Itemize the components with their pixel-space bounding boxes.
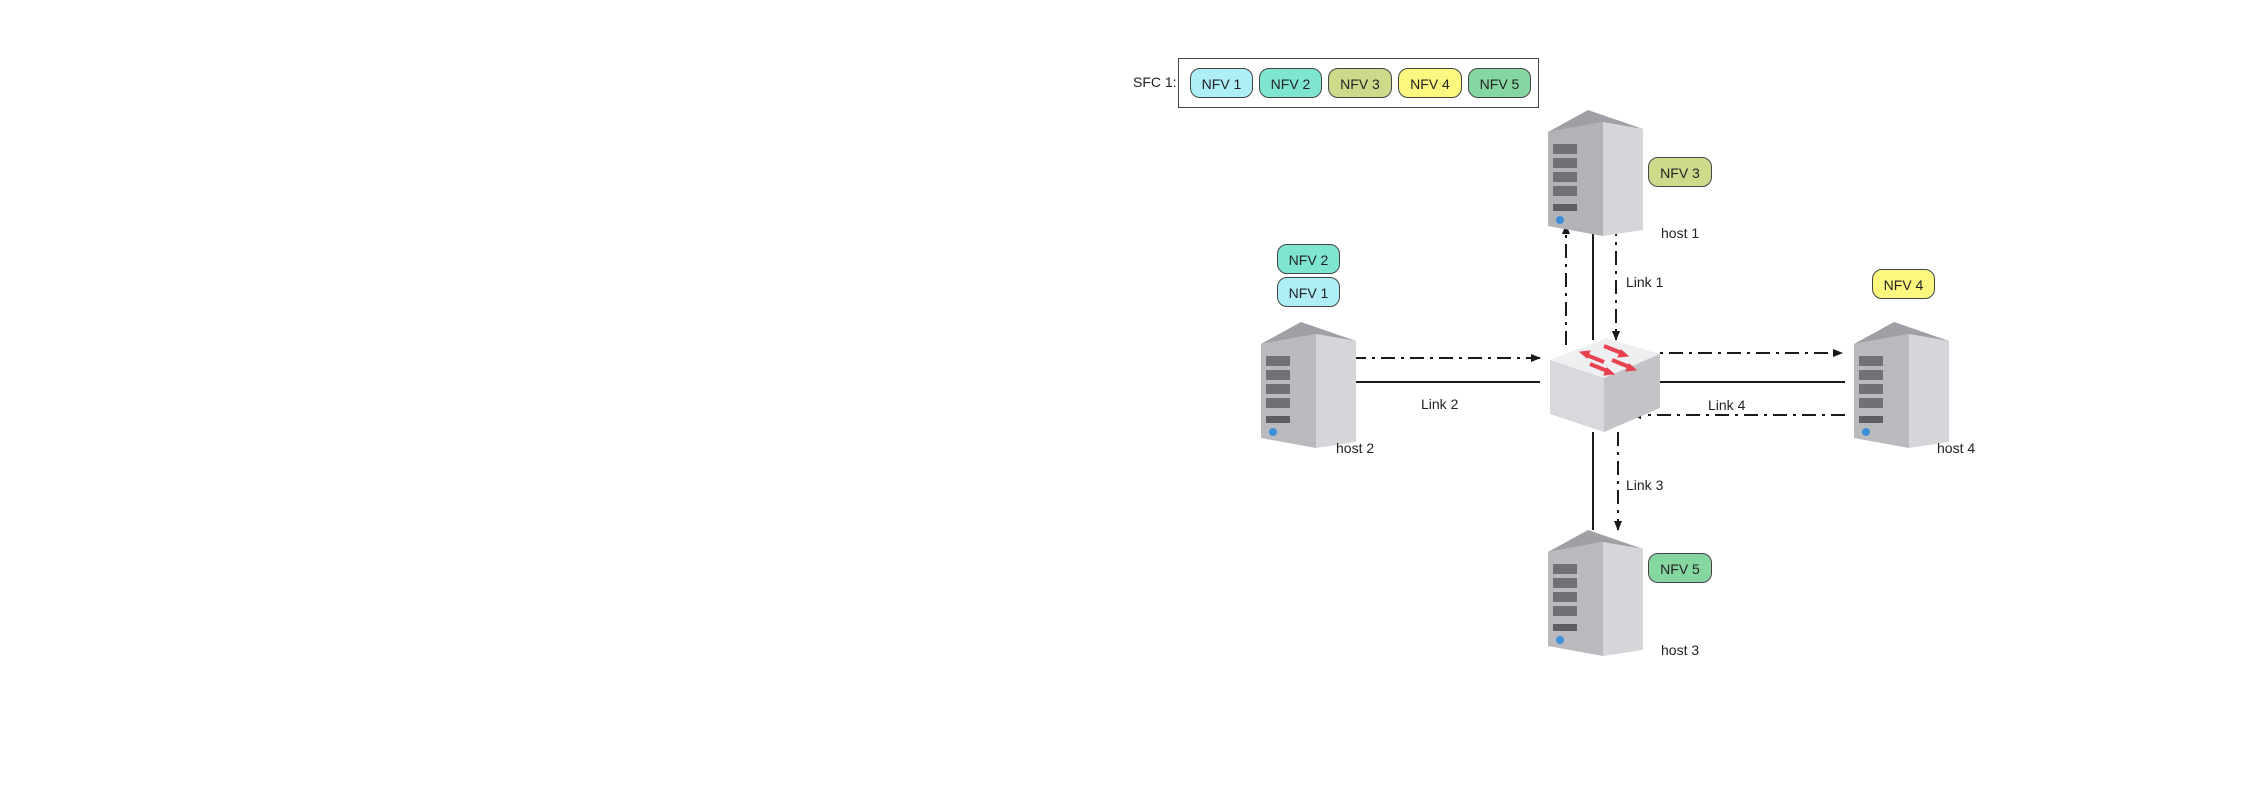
sfc-nfv-5: NFV 5 [1468, 68, 1531, 98]
link-1-label: Link 1 [1626, 274, 1664, 290]
host-4-label: host 4 [1937, 440, 1976, 456]
host-2-nfv-bottom-badge: NFV 1 [1277, 277, 1340, 307]
link-4-label: Link 4 [1708, 397, 1746, 413]
host-4-nfv-badge: NFV 4 [1872, 269, 1935, 299]
sfc-nfv-3: NFV 3 [1328, 68, 1392, 98]
host-1-label: host 1 [1661, 225, 1700, 241]
switch-icon [1550, 338, 1660, 432]
sfc-nfv-4: NFV 4 [1398, 68, 1462, 98]
host-3-nfv-badge: NFV 5 [1648, 553, 1712, 583]
sfc-nfv-2: NFV 2 [1259, 68, 1322, 98]
host-4-server-icon [1854, 322, 1949, 448]
link-2-label: Link 2 [1421, 396, 1459, 412]
host-2-label: host 2 [1336, 440, 1375, 456]
host-2-server-icon [1261, 322, 1356, 448]
host-1-nfv-badge: NFV 3 [1648, 157, 1712, 187]
host-3-server-icon [1548, 530, 1643, 656]
host-1-server-icon [1548, 110, 1643, 236]
host-2-nfv-top-badge: NFV 2 [1277, 244, 1340, 274]
sfc-label: SFC 1: [1133, 74, 1177, 90]
host-3-label: host 3 [1661, 642, 1700, 658]
link-3-label: Link 3 [1626, 477, 1664, 493]
sfc-nfv-1: NFV 1 [1190, 68, 1253, 98]
